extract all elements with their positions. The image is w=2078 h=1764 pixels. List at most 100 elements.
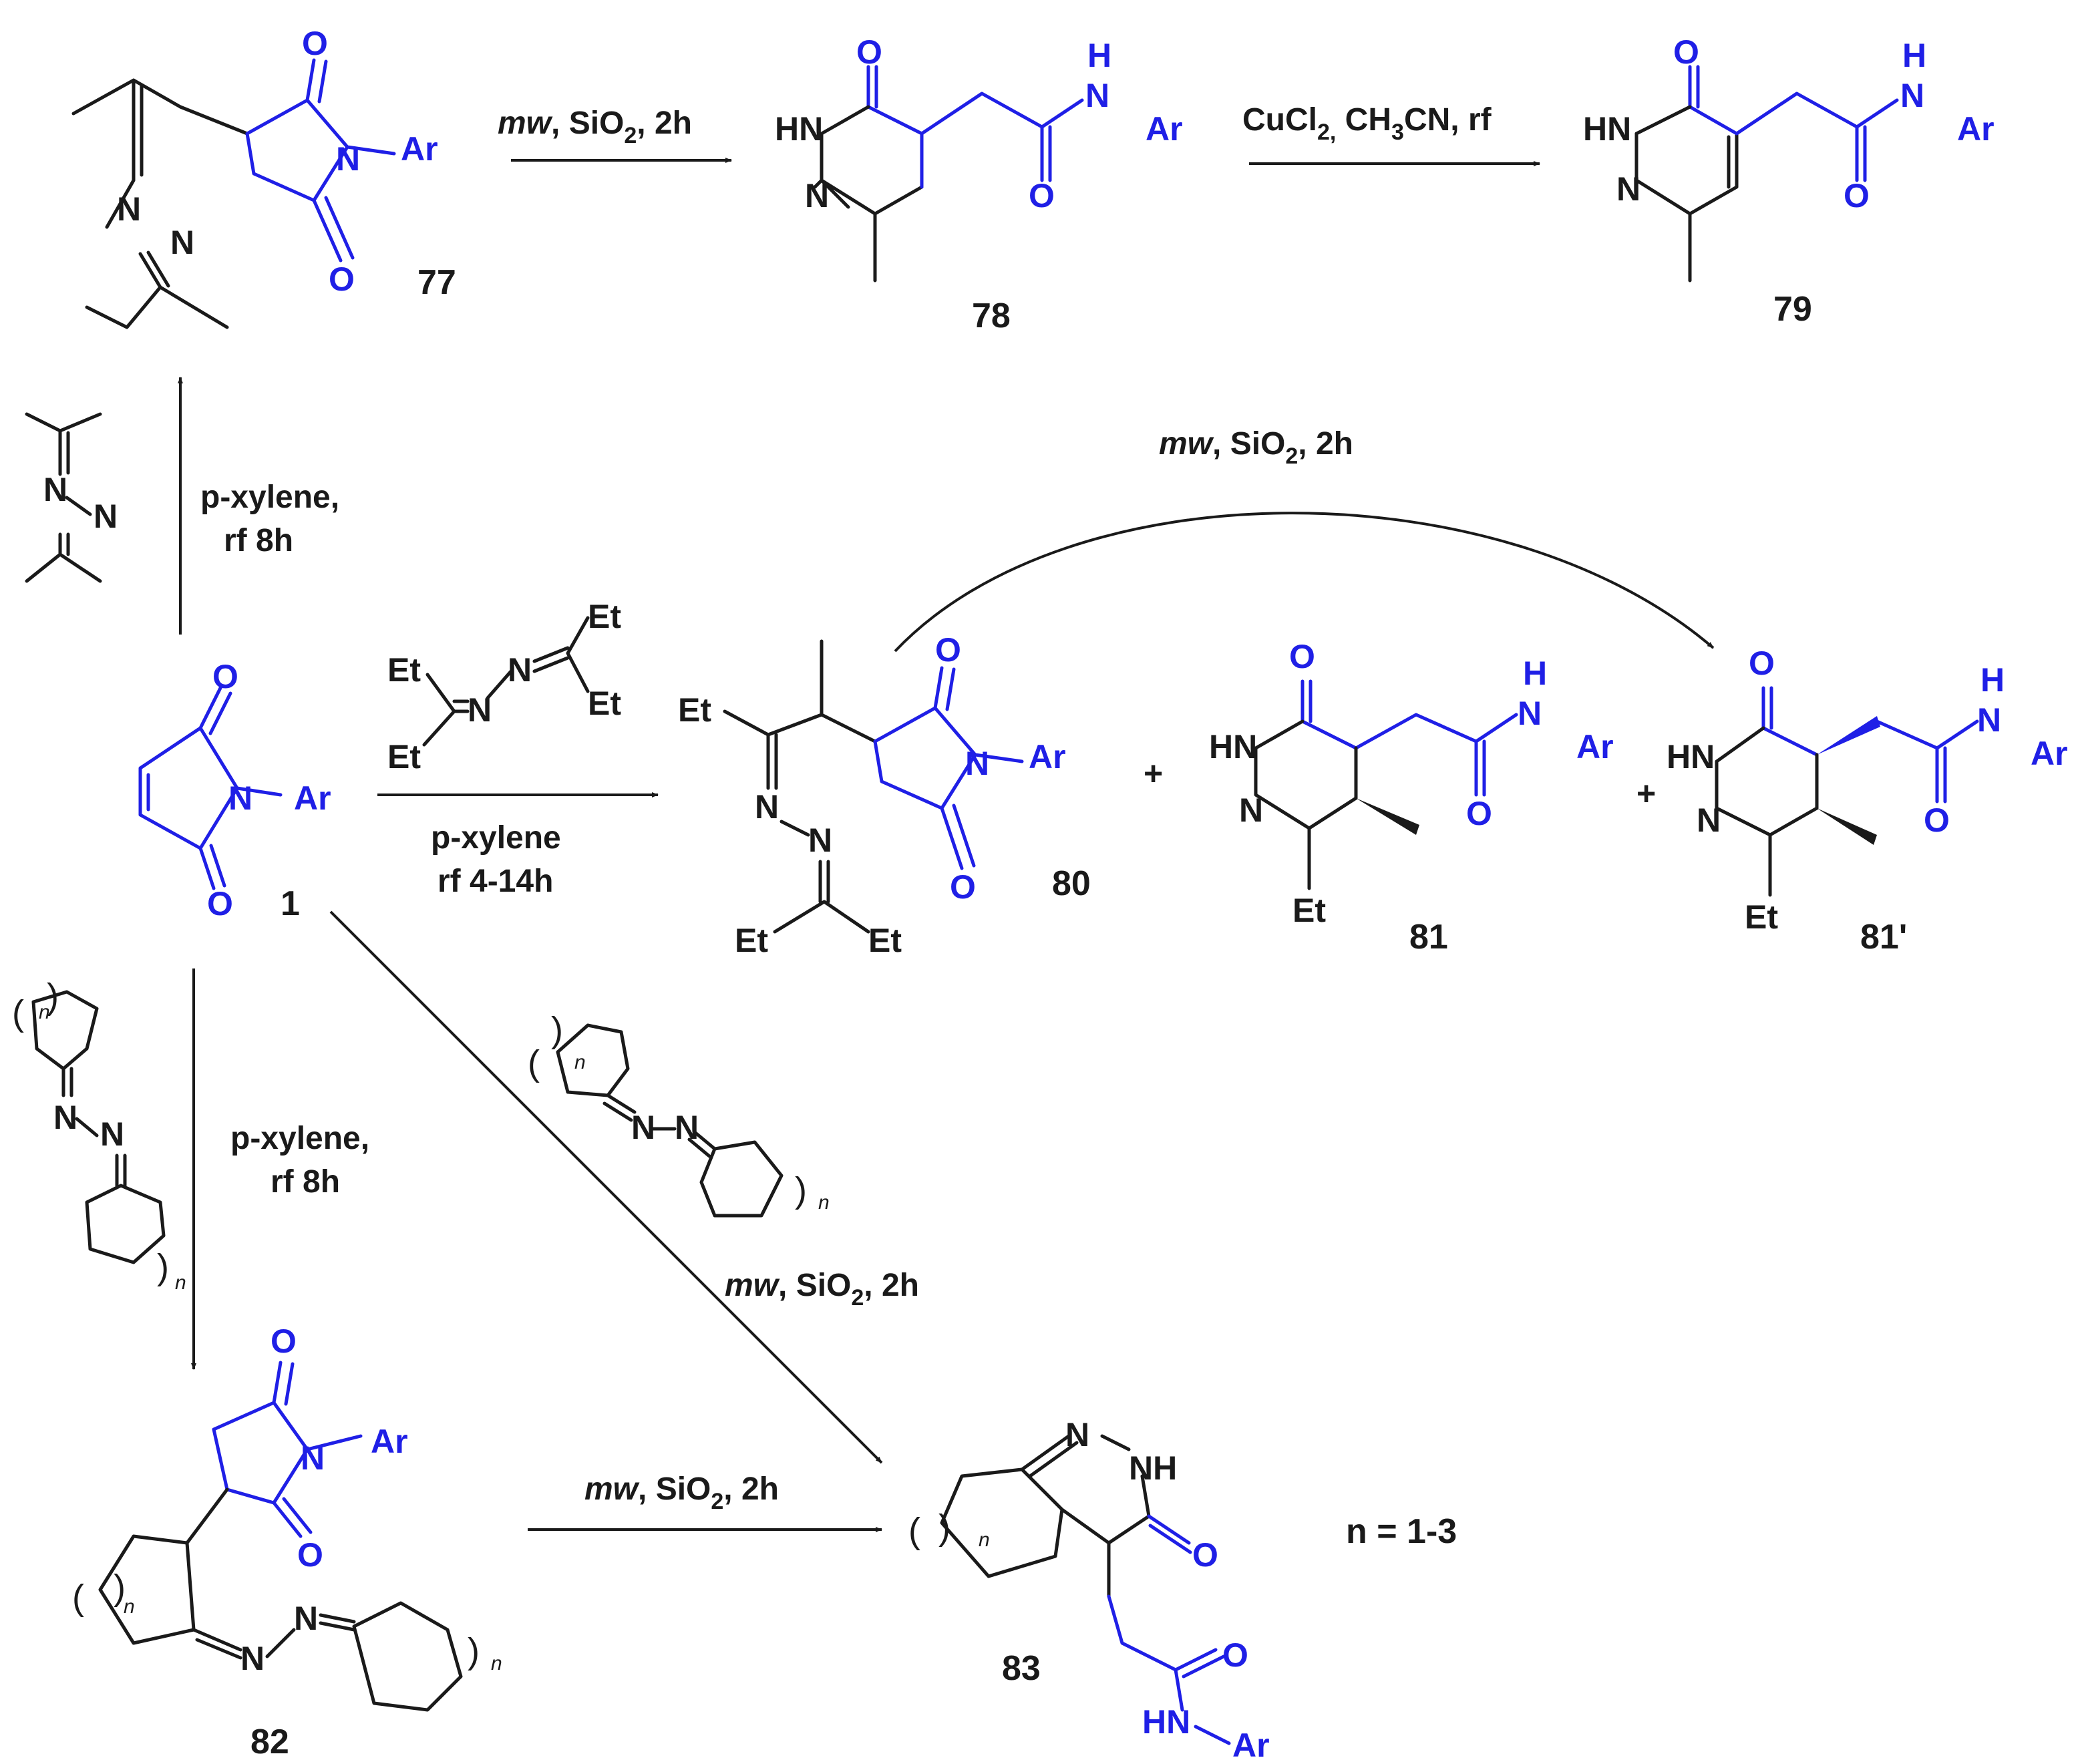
atom-o: O [329, 260, 355, 298]
subscript-n: n [124, 1596, 135, 1618]
label-1: 1 [281, 884, 300, 923]
atom-o: O [1192, 1536, 1218, 1574]
subscript-n: n [491, 1652, 502, 1674]
compound-82: O O N Ar ( ) n N N ) n 82 [72, 1322, 502, 1761]
atom-et: Et [1292, 892, 1326, 929]
atom-et: Et [588, 598, 621, 635]
paren-close: ) [795, 1170, 807, 1210]
atom-n: N [1616, 170, 1640, 208]
subscript-n: n [818, 1192, 830, 1214]
atom-n: N [1697, 802, 1721, 839]
atom-n: N [301, 1439, 325, 1477]
label-77: 77 [417, 263, 456, 302]
atom-o: O [1924, 802, 1950, 839]
paren-close: ) [551, 1010, 563, 1050]
compound-1: O O N Ar 1 [138, 658, 331, 923]
atom-n: N [808, 822, 832, 859]
subscript-n: n [979, 1529, 990, 1551]
paren-close: ) [47, 977, 59, 1017]
atom-hn: HN [1209, 728, 1257, 765]
condition-text: rf 8h [224, 523, 293, 558]
atom-h: H [1980, 661, 2005, 699]
atom-o: O [207, 885, 233, 922]
arrow-1-to-80: p-xylene rf 4-14h [377, 792, 659, 899]
atom-et: Et [735, 922, 768, 959]
atom-ar: Ar [401, 130, 438, 168]
atom-o: O [1749, 645, 1775, 682]
atom-o: O [935, 631, 961, 669]
atom-ar: Ar [1146, 110, 1183, 148]
atom-n: N [228, 779, 252, 817]
atom-o: O [1289, 638, 1315, 675]
atom-n: N [294, 1600, 318, 1637]
paren-open: ( [908, 1511, 920, 1551]
paren-open: ( [72, 1578, 84, 1618]
atom-o: O [1029, 177, 1055, 214]
arrow-78-to-79: CuCl2, CH3CN, rf [1242, 102, 1540, 166]
atom-n: N [1977, 701, 2001, 739]
atom-n: N [240, 1640, 265, 1677]
atom-et: Et [588, 685, 621, 722]
reagent-acetone-azine: N N [25, 412, 118, 583]
arrow-1-to-83: mw, SiO2, 2h [329, 910, 919, 1464]
condition-text: p-xylene, [200, 480, 339, 515]
label-79: 79 [1773, 290, 1812, 329]
atom-et: Et [1745, 898, 1778, 936]
paren-open: ( [528, 1043, 540, 1083]
atom-n: N [805, 177, 829, 214]
reagent-cycloalkanone-azine-left: ( ) n N N ) n [12, 977, 186, 1294]
atom-o: O [212, 658, 238, 695]
paren-close: ) [114, 1568, 126, 1608]
atom-h: H [1523, 655, 1547, 692]
atom-n: N [53, 1099, 77, 1136]
atom-n: N [336, 140, 360, 178]
atom-et: Et [387, 738, 421, 775]
atom-o: O [302, 25, 328, 62]
reagent-pentanone-azine: Et Et N N Et Et [387, 598, 621, 775]
atom-hn: HN [775, 110, 823, 148]
reagent-cycloalkanone-azine-center: ( ) n N N ) n [528, 1010, 830, 1218]
compound-78: O HN N O N H Ar 78 [775, 33, 1183, 335]
atom-o: O [1222, 1636, 1248, 1674]
condition-text: rf 8h [271, 1164, 340, 1200]
label-78: 78 [972, 297, 1011, 335]
atom-ar: Ar [294, 779, 331, 817]
condition-text: mw, SiO2, 2h [725, 1268, 919, 1310]
atom-et: Et [387, 651, 421, 689]
paren-open: ( [12, 993, 24, 1033]
atom-ar: Ar [1232, 1727, 1270, 1764]
condition-text: mw, SiO2, 2h [584, 1471, 779, 1514]
atom-n: N [43, 471, 67, 508]
atom-n: N [1085, 77, 1109, 114]
atom-hn: HN [1583, 110, 1631, 148]
paren-close: ) [157, 1247, 169, 1287]
atom-n: N [100, 1115, 124, 1153]
atom-n: N [1900, 77, 1924, 114]
footnote-n-range: n = 1-3 [1346, 1512, 1457, 1551]
label-83: 83 [1002, 1649, 1041, 1688]
label-81prime: 81' [1860, 918, 1907, 956]
atom-hn: HN [1667, 738, 1715, 775]
condition-text: rf 4-14h [438, 864, 553, 899]
condition-text: p-xylene [431, 820, 561, 856]
atom-o: O [950, 868, 976, 906]
plus-sign: + [1636, 775, 1656, 812]
atom-o: O [271, 1322, 297, 1360]
plus-sign: + [1144, 755, 1163, 792]
subscript-n: n [574, 1051, 586, 1073]
atom-ar: Ar [1957, 110, 1995, 148]
subscript-n: n [39, 1001, 50, 1023]
atom-o: O [1466, 795, 1492, 832]
atom-et: Et [678, 691, 711, 729]
atom-n: N [965, 745, 989, 782]
atom-n: N [755, 788, 779, 826]
atom-n: N [675, 1109, 699, 1146]
atom-n: N [1518, 695, 1542, 732]
condition-text: mw, SiO2, 2h [498, 106, 692, 148]
atom-hn: HN [1142, 1703, 1190, 1741]
atom-n: N [117, 190, 141, 228]
atom-n: N [170, 224, 194, 261]
atom-ar: Ar [1029, 738, 1066, 775]
atom-nh: NH [1129, 1449, 1177, 1487]
